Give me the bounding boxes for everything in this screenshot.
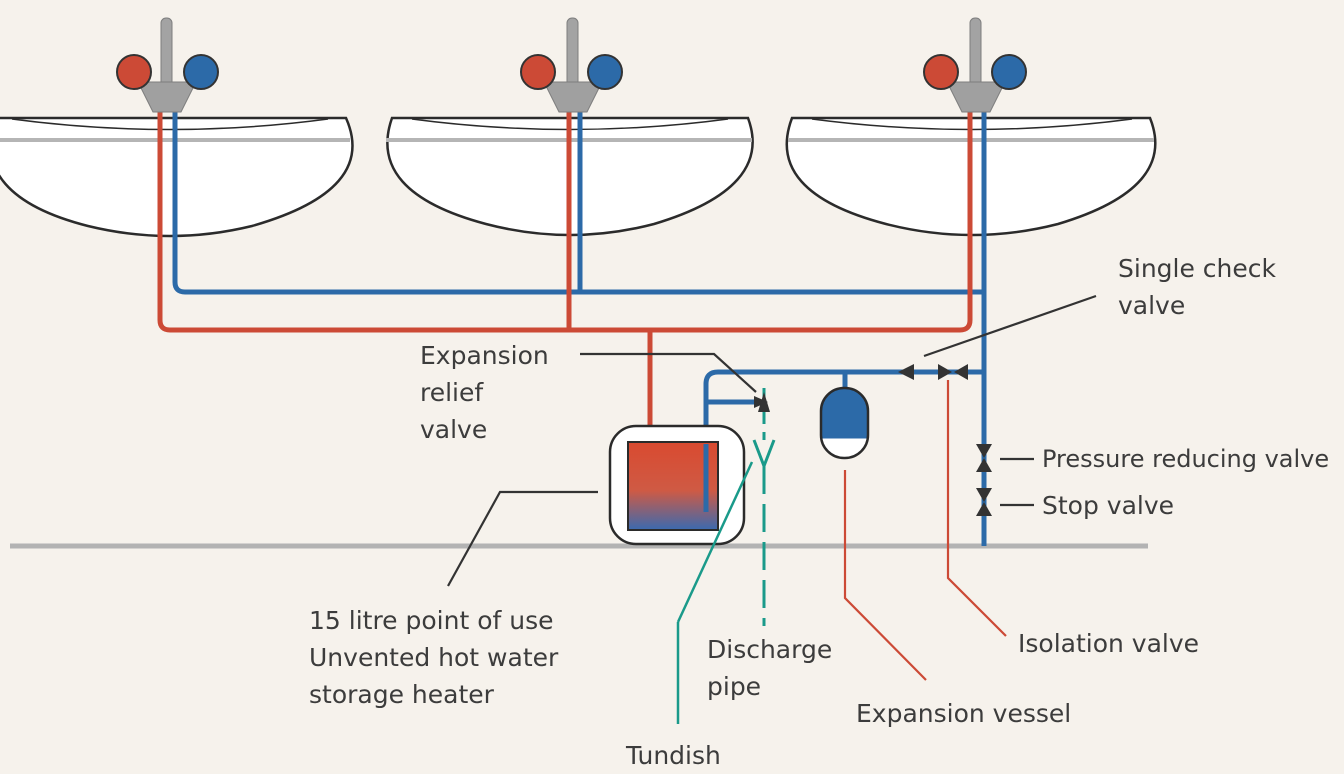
leader-heater: [447, 490, 598, 587]
hot-tap-handle: [520, 54, 556, 90]
isolation-valve[interactable]: [938, 364, 968, 380]
tap-1[interactable]: [116, 17, 219, 113]
label-pressure-reducing-valve: Pressure reducing valve: [1042, 445, 1330, 473]
leader-lines: [447, 294, 1097, 681]
tap-spout: [969, 17, 982, 91]
tap-3[interactable]: [923, 17, 1027, 113]
hot-tap-handle: [116, 54, 152, 90]
cold-tap-handle: [991, 54, 1027, 90]
cold-tap-handle: [587, 54, 623, 90]
label-isolation-valve: Isolation valve: [1018, 629, 1200, 658]
hot-manifold: [157, 110, 973, 333]
expansion-vessel-body: [819, 386, 870, 460]
tundish-leader: [676, 461, 754, 623]
label-stop-valve: Stop valve: [1042, 491, 1175, 520]
tap-spout: [160, 17, 173, 91]
cold-feed-to-heater: [703, 369, 984, 512]
heater-tank: [627, 441, 719, 531]
leader-isolation-valve: [946, 380, 1007, 637]
tundish-funnel: [752, 439, 776, 471]
label-expansion-relief-valve: Expansion relief valve: [420, 341, 549, 444]
pressure-reducing-valve[interactable]: [976, 444, 992, 472]
tap-body: [543, 81, 603, 113]
tap-spout: [566, 17, 579, 91]
tap-2[interactable]: [520, 17, 623, 113]
leader-single-check: [923, 294, 1097, 358]
basin-rim: [11, 118, 329, 131]
expansion-vessel: [819, 386, 870, 460]
hot-tap-handle: [923, 54, 959, 90]
label-single-check-valve: Single check valve: [1118, 254, 1276, 320]
label-discharge-pipe: Discharge pipe: [707, 635, 833, 701]
stop-valve[interactable]: [976, 488, 992, 516]
cold-branch-1: [172, 110, 984, 295]
cold-water-pipes: [172, 110, 987, 546]
tap-body: [137, 81, 197, 113]
tap-body: [946, 81, 1006, 113]
label-tundish: Tundish: [626, 741, 721, 770]
cold-tap-handle: [183, 54, 219, 90]
single-check-valve[interactable]: [898, 364, 914, 380]
leader-relief-valve: [580, 352, 757, 393]
expansion-relief-valve[interactable]: [754, 392, 770, 412]
discharge-pipework: [676, 388, 776, 724]
leader-expansion-vessel: [843, 470, 927, 681]
label-heater: 15 litre point of use Unvented hot water…: [309, 606, 559, 709]
water-heater: [608, 424, 746, 546]
label-expansion-vessel: Expansion vessel: [856, 699, 1072, 728]
